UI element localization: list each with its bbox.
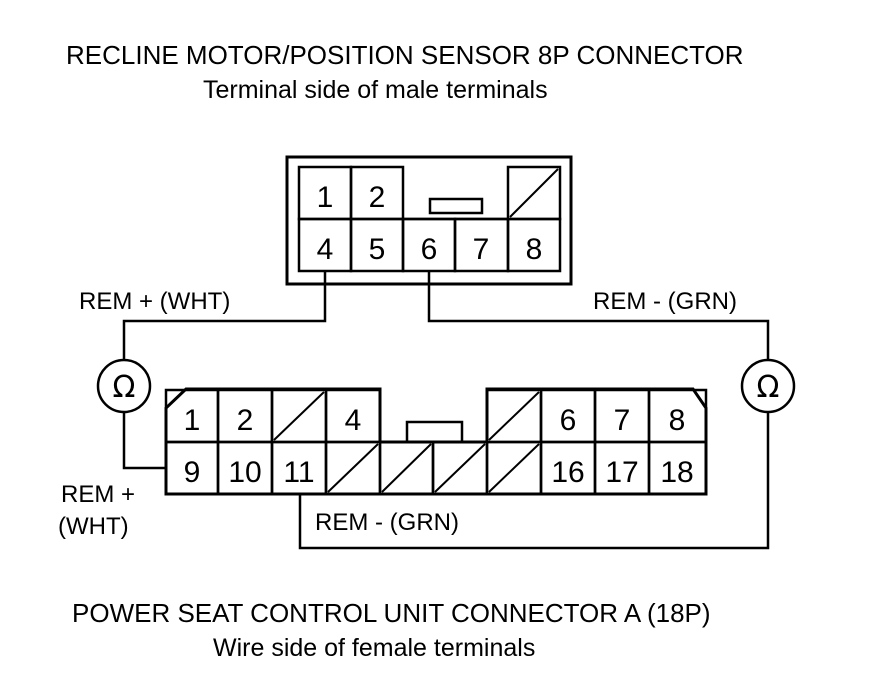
label-rem-plus-top: REM + (WHT) [79, 288, 230, 315]
bottom-pin-11: 11 [283, 456, 314, 489]
bottom-pin-2: 2 [237, 404, 254, 437]
top-pin-4: 4 [317, 233, 334, 266]
bottom-pin-4: 4 [345, 404, 362, 437]
wire-rem-minus-bottom [298, 412, 770, 550]
top-lock-tab [428, 197, 484, 215]
label-rem-minus-top: REM - (GRN) [593, 288, 737, 315]
wire-rem-minus-top [427, 272, 770, 360]
top-pin-5: 5 [369, 233, 386, 266]
left-ohmmeter: Ω [96, 358, 152, 414]
bottom-blank-slash-5 [488, 391, 540, 441]
bottom-pin-1: 1 [184, 404, 201, 437]
top-pin-6: 6 [421, 233, 438, 266]
top-connector-subtitle: Terminal side of male terminals [203, 76, 548, 104]
ohmmeter-icon [96, 358, 152, 414]
bottom-connector-subtitle: Wire side of female terminals [213, 634, 535, 662]
top-blank-slash [509, 168, 559, 218]
left-ohm-symbol: Ω [113, 370, 136, 405]
bottom-pin-8: 8 [669, 404, 686, 437]
label-rem-plus-bottom-line1: REM + [61, 481, 135, 508]
top-connector-title: RECLINE MOTOR/POSITION SENSOR 8P CONNECT… [66, 40, 744, 70]
top-pin-7: 7 [473, 233, 490, 266]
bottom-connector: 1 2 4 6 7 8 9 10 11 16 17 18 [164, 387, 708, 496]
top-connector: 1 2 4 5 6 7 8 [285, 155, 573, 286]
top-pin-8: 8 [526, 233, 543, 266]
bottom-connector-title: POWER SEAT CONTROL UNIT CONNECTOR A (18P… [72, 598, 711, 628]
bottom-pin-17: 17 [605, 456, 638, 489]
bottom-pin-7: 7 [614, 404, 631, 437]
bottom-cell-18 [647, 440, 708, 496]
bottom-blank-slash-3 [273, 391, 325, 441]
right-ohmmeter: Ω [740, 358, 796, 414]
bottom-blank-slash-14 [434, 443, 486, 493]
right-ohm-symbol: Ω [757, 370, 780, 405]
bottom-blank-slash-12 [327, 443, 379, 493]
wire-rem-plus-bottom [122, 412, 166, 470]
top-cell-8 [506, 217, 562, 273]
bottom-pin-6: 6 [560, 404, 577, 437]
top-pin-1: 1 [317, 181, 334, 214]
top-pin-2: 2 [369, 181, 386, 214]
label-rem-minus-bottom: REM - (GRN) [315, 509, 459, 536]
label-rem-plus-bottom-line2: (WHT) [58, 513, 129, 540]
bottom-blank-slash-15 [488, 443, 540, 493]
bottom-pin-18: 18 [660, 456, 693, 489]
bottom-pin-9: 9 [184, 456, 201, 489]
bottom-pin-10: 10 [228, 456, 261, 489]
wire-rem-plus-top [122, 272, 327, 360]
bottom-lock-tab [405, 420, 464, 444]
bottom-blank-slash-13 [381, 443, 432, 493]
ohmmeter-icon [740, 358, 796, 414]
bottom-pin-16: 16 [551, 456, 584, 489]
